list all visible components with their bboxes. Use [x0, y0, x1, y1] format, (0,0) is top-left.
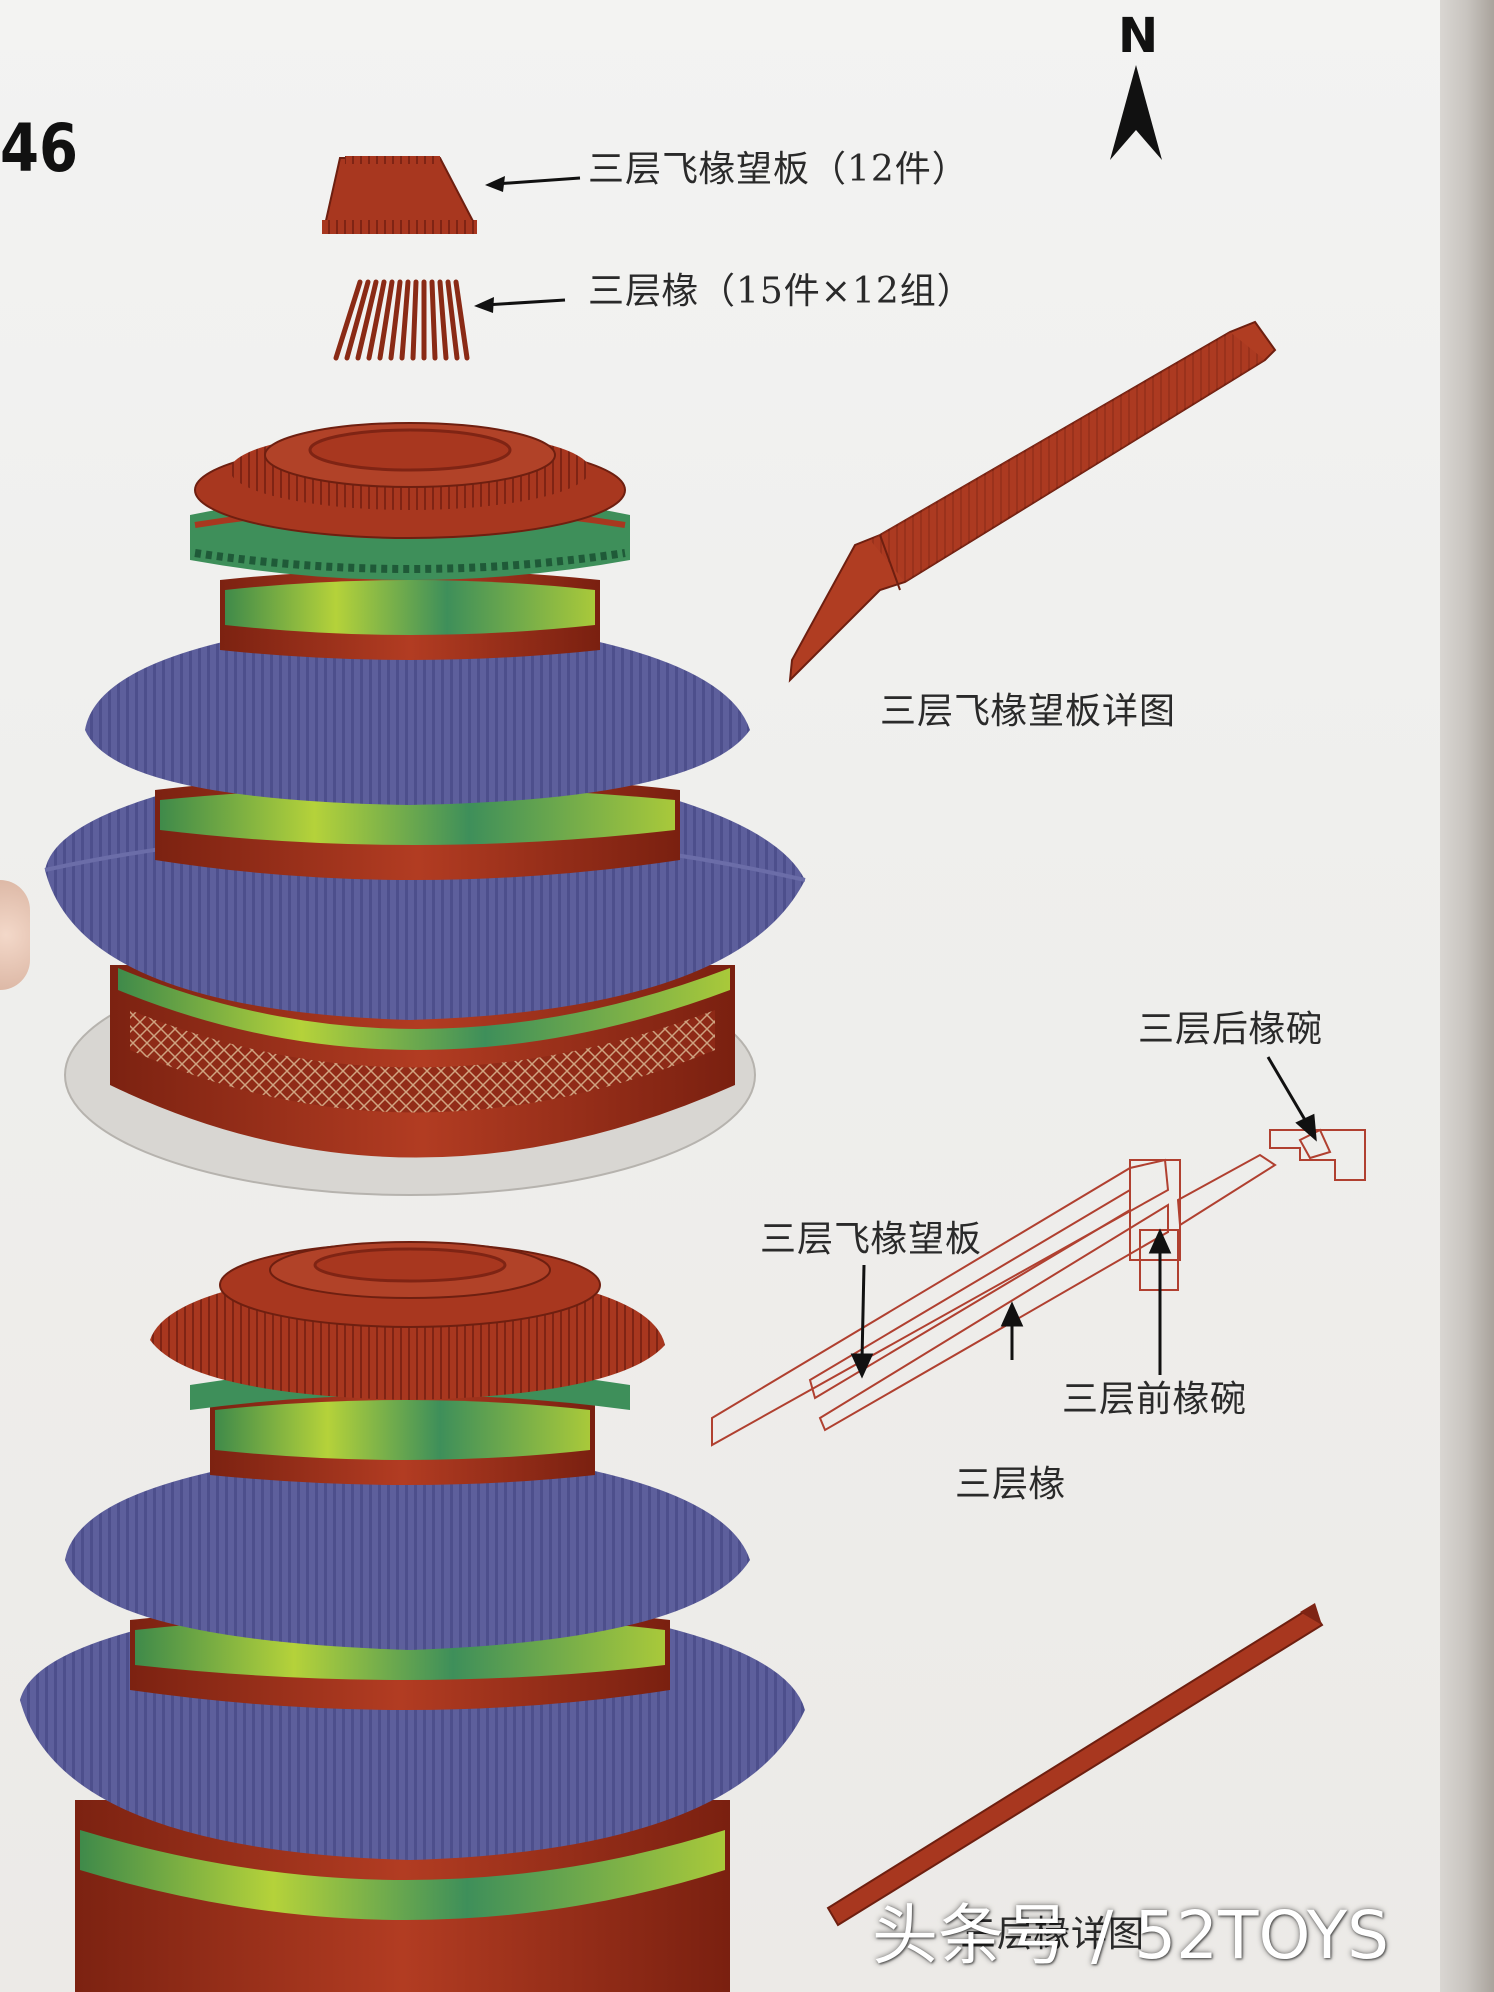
thumb: [0, 880, 30, 990]
front-rafter-bowl-label: 三层前椽碗: [1062, 1379, 1248, 1420]
rafter-bundle-part: [333, 279, 470, 361]
north-label: N: [1118, 8, 1159, 64]
watermark: 头条号 / 52TOYS: [872, 1897, 1390, 1974]
temple-model-top-view: [44, 422, 806, 1196]
arrow-to-rafter-label: [474, 297, 566, 313]
rafter-section-diagram: [711, 1128, 1366, 1447]
arrow-to-board-label: [485, 176, 581, 192]
section-board-label: 三层飞椽望板: [760, 1219, 983, 1260]
flying-rafter-board-detail-drawing: [788, 320, 1277, 683]
rafter-detail-caption: 三层椽详图: [960, 1914, 1146, 1955]
flying-rafter-board-part: [322, 156, 477, 234]
rear-rafter-bowl-label: 三层后椽碗: [1138, 1009, 1324, 1050]
section-rafter-label: 三层椽: [955, 1464, 1067, 1505]
north-arrow-icon: [1110, 65, 1162, 160]
page-number: 46: [0, 110, 79, 187]
board-detail-caption: 三层飞椽望板详图: [880, 691, 1177, 732]
book-spine: [1440, 0, 1494, 1992]
section-arrows: [850, 1056, 1317, 1379]
rafter-detail-drawing: [826, 1603, 1324, 1927]
flying-rafter-board-label: 三层飞椽望板（12件）: [588, 149, 969, 190]
temple-model-with-roof-frame: [20, 1241, 805, 1992]
rafter-label: 三层椽（15件×12组）: [588, 271, 974, 312]
